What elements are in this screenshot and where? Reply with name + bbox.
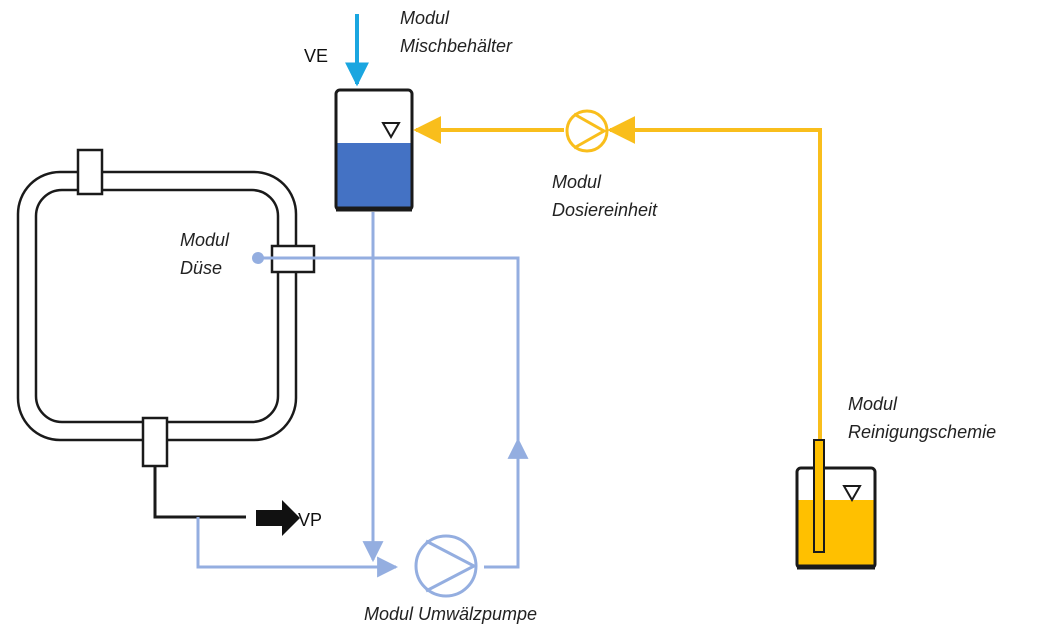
chemical-tank xyxy=(795,439,877,570)
chemical-dip-tube xyxy=(813,439,825,553)
nozzle-label-line2: Düse xyxy=(180,258,222,278)
cleaning-chem-label-line2: Reinigungschemie xyxy=(848,422,996,442)
vessel xyxy=(16,148,316,468)
drain-line xyxy=(153,466,300,536)
vp-label: VP xyxy=(298,510,322,530)
mixing-tank-label: Modul Mischbehälter xyxy=(400,8,513,56)
vp-arrow-icon xyxy=(256,500,300,536)
chem-level-indicator-icon xyxy=(842,485,862,503)
circ-pump-label: Modul Umwälzpumpe xyxy=(364,604,537,624)
mixing-tank-label-line1: Modul xyxy=(400,8,450,28)
mixing-tank-water xyxy=(336,143,412,209)
cleaning-chem-label: Modul Reinigungschemie xyxy=(848,394,996,442)
dosing-unit-label-line2: Dosiereinheit xyxy=(552,200,658,220)
mixing-tank xyxy=(334,88,414,212)
circ-pump-icon xyxy=(414,534,478,598)
nozzle-dot-icon xyxy=(252,252,264,264)
vessel-bottom-port xyxy=(141,416,169,468)
chemical-tank-fill xyxy=(797,500,875,566)
circulation-lines xyxy=(196,212,529,578)
nozzle-label-line1: Modul xyxy=(180,230,230,250)
ve-label: VE xyxy=(304,46,328,66)
circulation-pump xyxy=(414,534,478,598)
vessel-inner-wall xyxy=(34,188,280,424)
dosing-unit-label: Modul Dosiereinheit xyxy=(552,172,658,220)
dosing-unit-label-line1: Modul xyxy=(552,172,602,192)
mixing-tank-label-line2: Mischbehälter xyxy=(400,36,513,56)
nozzle-label: Modul Düse xyxy=(180,230,234,278)
dosing-pump xyxy=(565,109,609,153)
level-indicator-icon xyxy=(381,122,401,140)
cleaning-chem-label-line1: Modul xyxy=(848,394,898,414)
chemical-lines xyxy=(413,116,822,448)
vessel-top-port xyxy=(76,148,104,196)
